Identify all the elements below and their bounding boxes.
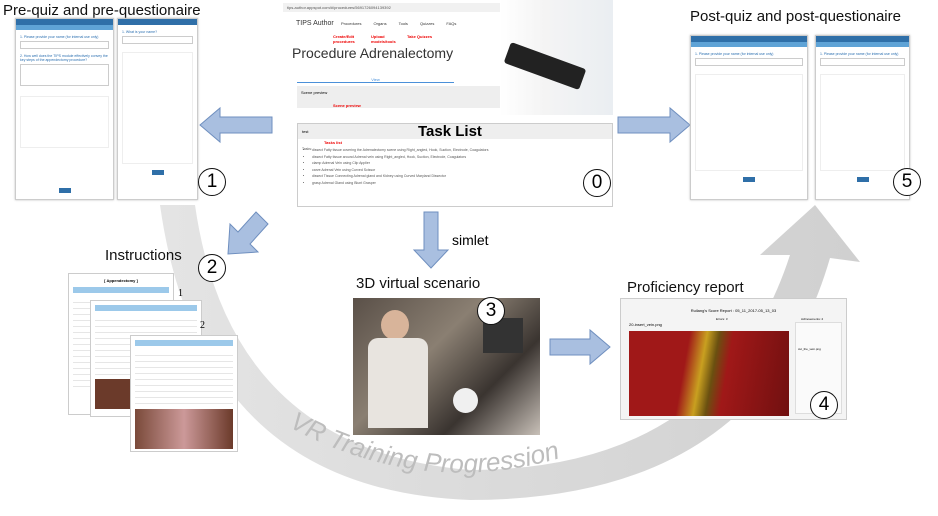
tablet-icon (503, 41, 587, 91)
page-number: 1 (178, 288, 183, 299)
errors-count: Errors: 3 (716, 317, 728, 321)
test-label: test (302, 129, 309, 134)
surgeon-head (381, 310, 409, 340)
page-number: 2 (200, 320, 205, 331)
task-item: dissect Fatty tissue around Adrenal vein… (312, 154, 488, 161)
answer-field[interactable] (695, 58, 803, 66)
report-screenshot: Ruilang's Score Report : 05_11_2017-05_1… (620, 298, 847, 420)
note-organs: Upload models/tools (371, 34, 396, 44)
nav-tools[interactable]: Tools (398, 21, 408, 26)
submit-button[interactable] (151, 170, 164, 175)
error-image (629, 331, 789, 416)
task-item: dissect Fatty tissue covering the Adrena… (312, 147, 488, 154)
arrow-to-instructions (227, 211, 269, 255)
question: 1. What is your name? (122, 30, 158, 34)
task-list-panel: test Task List Tasks list Tasks: dissect… (297, 123, 613, 207)
answer-field[interactable] (20, 41, 109, 49)
haptic-device (453, 388, 478, 413)
nav-faqs[interactable]: FAQs (446, 21, 457, 26)
step-3-badge: 3 (477, 297, 505, 325)
doc-title: [ Appendectomy ] (104, 278, 138, 283)
more-questions (695, 74, 803, 171)
url-bar[interactable]: tips-author.appspot.com/#/procedures/569… (283, 3, 506, 12)
note-quizzes: Take Quizzes (407, 34, 433, 39)
postquiz-form: 1. Please provide your name (for interna… (690, 35, 808, 200)
nav-organs[interactable]: Organs (373, 21, 387, 26)
report-title: Ruilang's Score Report : 05_11_2017-05_1… (690, 308, 777, 313)
submit-button[interactable] (58, 188, 71, 193)
note-scene: Scene preview (333, 103, 361, 108)
flow-arrows (199, 106, 691, 366)
prequiz-label: Pre-quiz and pre-questionaire (3, 2, 201, 19)
task-item: dissect Tissue Connecting Adrenal gland … (312, 173, 488, 180)
task-list-heading: Task List (418, 123, 482, 140)
surgeon-body (368, 338, 428, 428)
task-item: clamp Adrenal Vein using Clip Applier (312, 160, 488, 167)
postquiz-label: Post-quiz and post-questionaire (690, 8, 901, 25)
question: 1. Please provide your name (for interna… (695, 52, 774, 56)
achievement-item: cut_the_vein.png (798, 347, 821, 351)
tab-view[interactable]: View (297, 77, 454, 83)
instructions-doc-3 (130, 335, 238, 452)
more-questions (122, 52, 193, 164)
submit-button[interactable] (856, 177, 869, 182)
arrow-to-report (549, 328, 611, 366)
doctor-photo (500, 0, 613, 115)
answer-field[interactable] (122, 36, 193, 44)
task-item: carve Adrenal Vein using Curved Scissor (312, 167, 488, 174)
tips-author-screenshot: tips-author.appspot.com/#/procedures/569… (283, 0, 613, 207)
brand[interactable]: TIPS Author (296, 20, 334, 27)
more-questions (820, 74, 905, 171)
question: 1. Please provide your name (for interna… (20, 35, 99, 39)
doc-banner (73, 287, 169, 293)
achievements-count: Achievements: 2 (801, 317, 824, 321)
step-2-badge: 2 (198, 254, 226, 282)
nav: Procedures Organs Tools Quizzes FAQs (341, 21, 456, 26)
image-name: 20-insert_vein.png (629, 322, 662, 327)
postquiz-form-2: 1. Please provide your name (for interna… (815, 35, 910, 200)
tasks-label: Tasks: (302, 147, 312, 151)
nav-quizzes[interactable]: Quizzes (419, 21, 435, 26)
scene-preview: Scene preview (297, 86, 505, 108)
question: 1. Please provide your name (for interna… (820, 52, 899, 56)
prequiz-form: 1. Please provide your name (for interna… (15, 18, 114, 200)
question: 2. How well does the TIPS module effecti… (20, 54, 108, 62)
rating-grid[interactable] (20, 64, 109, 86)
page-title: Procedure Adrenalectomy (292, 45, 454, 61)
step-4-badge: 4 (810, 391, 838, 419)
prequiz-form-2: 1. What is your name? (117, 18, 198, 200)
answer-field[interactable] (820, 58, 905, 66)
scenario-photo (353, 298, 540, 435)
instructions-label: Instructions (105, 247, 182, 264)
arrow-simlet (412, 211, 450, 269)
arrow-to-prequiz (199, 106, 273, 144)
step-0-badge: 0 (583, 169, 611, 197)
arc-band (160, 205, 860, 500)
task-item: grasp Adrenal Gland using Blunt Grasper (312, 180, 488, 187)
scenario-label: 3D virtual scenario (356, 275, 481, 292)
simlet-label: simlet (452, 232, 489, 248)
arrow-to-postquiz (617, 106, 691, 144)
report-label: Proficiency report (627, 279, 744, 296)
step-1-badge: 1 (198, 168, 226, 196)
submit-button[interactable] (743, 177, 755, 182)
more-questions (20, 96, 109, 148)
nav-procedures[interactable]: Procedures (341, 21, 362, 26)
step-5-badge: 5 (893, 168, 921, 196)
note-procedures: Create/Edit procedures (333, 34, 355, 44)
note-tasks: Tasks list (324, 140, 342, 145)
